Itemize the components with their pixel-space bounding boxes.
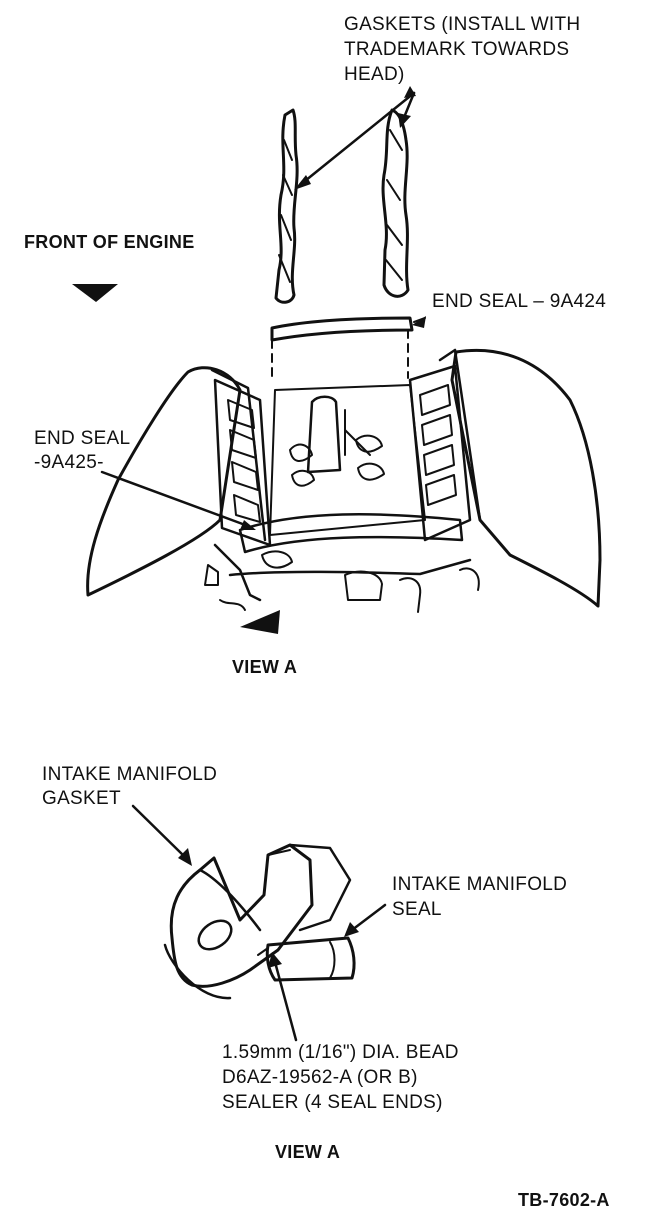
engine-block xyxy=(86,348,602,613)
front-of-engine-label: FRONT OF ENGINE xyxy=(24,232,195,252)
front-arrow xyxy=(72,284,118,302)
right-head-gasket xyxy=(381,108,410,298)
intake-manifold-gasket xyxy=(163,843,352,1000)
gaskets-label-line3: HEAD) xyxy=(344,64,405,85)
end-seal-9a424-label: END SEAL – 9A424 xyxy=(432,291,607,312)
end-seal-9a424 xyxy=(270,316,426,383)
intake-gasket-label-line2: GASKET xyxy=(42,788,121,809)
intake-seal-label-line1: INTAKE MANIFOLD xyxy=(392,874,568,895)
view-a-arrow xyxy=(240,610,280,634)
sealer-note-line1: 1.59mm (1/16") DIA. BEAD xyxy=(222,1042,459,1063)
sealer-note-line2: D6AZ-19562-A (OR B) xyxy=(222,1067,418,1088)
intake-gasket-label-line1: INTAKE MANIFOLD xyxy=(42,764,218,785)
left-head-gasket xyxy=(274,108,299,304)
view-a-top-label: VIEW A xyxy=(232,657,298,677)
end-seal-9a425-label-line2: -9A425- xyxy=(34,452,104,473)
gasket-leaders xyxy=(298,91,416,187)
view-a-bottom-label: VIEW A xyxy=(275,1142,341,1162)
end-seal-9a425-label-line1: END SEAL xyxy=(34,428,131,449)
sealer-note-line3: SEALER (4 SEAL ENDS) xyxy=(222,1092,443,1113)
intake-manifold-seal xyxy=(257,936,356,982)
gaskets-label-line2: TRADEMARK TOWARDS xyxy=(344,39,570,60)
intake-seal-label-line2: SEAL xyxy=(392,899,442,920)
figure-id-label: TB-7602-A xyxy=(518,1190,610,1210)
gaskets-label-line1: GASKETS (INSTALL WITH xyxy=(344,14,581,35)
